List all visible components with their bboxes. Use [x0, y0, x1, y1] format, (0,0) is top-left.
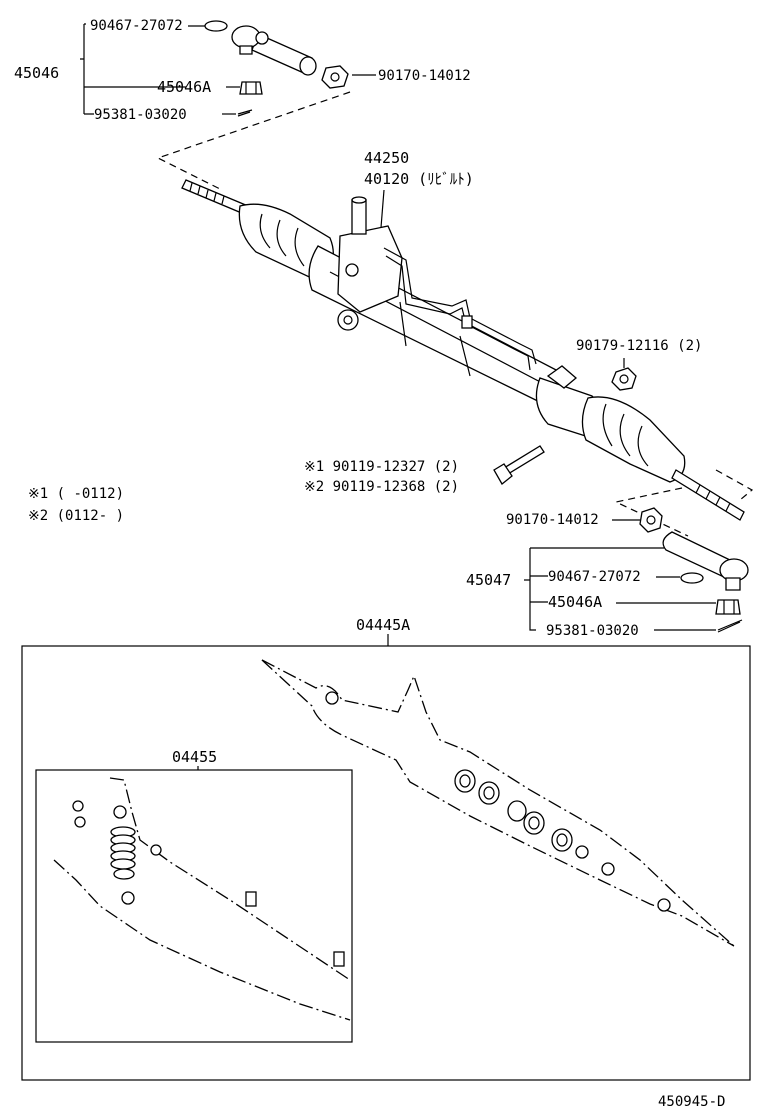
seal-ring-icon [113, 805, 127, 819]
gasket-kit-box: 04445A 04455 [21, 616, 751, 1081]
castle-nut-icon-right [715, 599, 741, 615]
gasket-kit-frame [21, 645, 751, 1081]
tie-rod-end-icon-left [231, 25, 317, 76]
label-90467-27072-right: 90467-27072 [548, 569, 641, 585]
mount-bracket-icon [546, 365, 578, 389]
mount-nut-icon [611, 367, 637, 391]
valve-outline-lower [53, 859, 351, 1021]
label-04445A: 04445A [356, 616, 410, 634]
seal-set-icon [454, 769, 671, 912]
note-2: ※2 (0112- ) [28, 508, 124, 524]
tie-rod-end-left-group: 45046 90467-27072 45046A 95381-03020 [14, 18, 471, 123]
seal-kit-box: 04455 [35, 748, 353, 1043]
seal-kit-frame [35, 769, 353, 1043]
rack-outline-upper [261, 659, 735, 947]
boot-left-ridge [259, 213, 305, 267]
fitting-icon [461, 315, 473, 329]
hydraulic-line-a [383, 247, 537, 365]
castle-nut-icon-left [239, 81, 263, 95]
boot-right-icon [581, 396, 686, 483]
valve-outline-upper [109, 777, 351, 981]
small-seal-icon [72, 800, 84, 812]
tie-rod-end-icon-right [662, 531, 749, 591]
label-45046A-right: 45046A [548, 593, 602, 611]
fitting-seal-icon [333, 951, 345, 967]
rack-outline-lower [261, 659, 735, 947]
label-45047: 45047 [466, 571, 511, 589]
label-95381-03020-right: 95381-03020 [546, 623, 639, 639]
label-40120-rebuilt: 40120 (ﾘﾋﾞﾙﾄ) [364, 170, 474, 188]
steering-rack-assembly: 44250 40120 (ﾘﾋﾞﾙﾄ) [181, 149, 745, 521]
clip-icon-left [204, 20, 228, 32]
lock-nut-icon-right [639, 507, 663, 533]
label-90467-27072-left: 90467-27072 [90, 18, 183, 34]
label-bolt-1: ※1 90119-12327 (2) [304, 459, 459, 475]
cotter-pin-icon-left [237, 109, 253, 117]
label-bolt-2: ※2 90119-12368 (2) [304, 479, 459, 495]
inner-tie-rod-right-icon [671, 469, 745, 521]
o-ring-stack-icon [110, 826, 136, 880]
dashed-link-left [156, 91, 351, 191]
boot-right-ridge [602, 403, 649, 467]
callout-bracket-45046 [80, 23, 186, 115]
lock-nut-icon-left [321, 65, 349, 89]
small-seal-icon [74, 816, 86, 828]
label-45046: 45046 [14, 64, 59, 82]
hydraulic-line-b [385, 255, 531, 371]
callout-bracket-45047 [524, 547, 664, 631]
pinion-valve-body-icon [337, 196, 403, 331]
inner-tie-rod-left-icon [181, 179, 249, 215]
dashed-link-right [614, 469, 754, 537]
mount-bolt-icon [493, 445, 545, 485]
tie-rod-end-right-group: 90170-14012 45047 90467-27072 45046A 953… [466, 507, 749, 639]
label-90170-14012-left: 90170-14012 [378, 68, 471, 84]
figure-id: 450945-D [658, 1094, 725, 1110]
label-45046A-left: 45046A [157, 78, 211, 96]
cotter-pin-icon-right [717, 619, 743, 633]
seal-hole-icon [325, 691, 339, 705]
note-1: ※1 ( -0112) [28, 486, 124, 502]
fitting-seal-icon [245, 891, 257, 907]
clip-icon-right [680, 572, 704, 584]
small-seal-icon [121, 891, 135, 905]
label-44250: 44250 [364, 149, 409, 167]
label-95381-03020-left: 95381-03020 [94, 107, 187, 123]
label-90170-14012-right: 90170-14012 [506, 512, 599, 528]
small-seal-icon [150, 844, 162, 856]
label-90179-12116: 90179-12116 (2) [576, 338, 702, 354]
label-04455: 04455 [172, 748, 217, 766]
